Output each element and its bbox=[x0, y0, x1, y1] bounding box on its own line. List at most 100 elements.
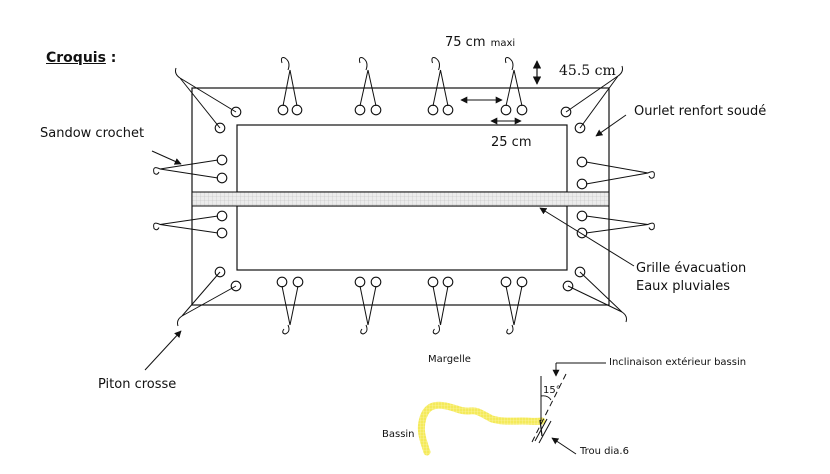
sketch-title-suffix: : bbox=[105, 50, 117, 66]
grille-label-2: Eaux pluviales bbox=[636, 279, 731, 294]
sandow-cord bbox=[647, 171, 655, 179]
max-spacing-qualifier: maxi bbox=[490, 38, 516, 49]
sandow-cord bbox=[621, 311, 627, 323]
sandow-cord bbox=[367, 285, 377, 326]
eyelet bbox=[516, 276, 528, 288]
drain-grille bbox=[191, 191, 610, 207]
eyelet bbox=[500, 276, 512, 288]
sandow-cord bbox=[367, 69, 377, 107]
eyelet bbox=[354, 104, 366, 116]
sandow-cord bbox=[431, 57, 440, 71]
eyelet bbox=[277, 104, 289, 116]
sandow-cord bbox=[506, 324, 514, 335]
sandow-cord bbox=[175, 67, 181, 79]
sketch-title-word: Croquis bbox=[46, 50, 106, 66]
sandow-cord bbox=[567, 285, 623, 313]
sandow-cord bbox=[159, 215, 219, 225]
sandow-cord bbox=[153, 167, 161, 175]
eyelet bbox=[216, 172, 228, 184]
sandow-cord bbox=[513, 285, 523, 326]
sandow-cord bbox=[289, 69, 298, 107]
hatch-2 bbox=[538, 420, 552, 444]
sandow-cord bbox=[505, 285, 515, 326]
eyelet bbox=[292, 276, 304, 288]
sandow-cords bbox=[153, 57, 655, 335]
eyelet bbox=[216, 154, 228, 166]
inclination-line bbox=[531, 373, 567, 443]
eyelet bbox=[291, 104, 303, 116]
bassin-label: Bassin bbox=[382, 429, 415, 440]
eyelet-spacing-label: 25 cm bbox=[491, 135, 532, 150]
sandow-cord bbox=[579, 75, 619, 129]
sandow-cord bbox=[579, 271, 623, 313]
grille-pointer bbox=[539, 207, 635, 267]
eyelet bbox=[576, 156, 588, 168]
sandow-cord bbox=[585, 215, 649, 225]
sandow-cord bbox=[179, 77, 237, 113]
angle-label: 15° bbox=[543, 385, 561, 396]
piton-label: Piton crosse bbox=[98, 377, 177, 392]
eyelet bbox=[216, 227, 228, 239]
eyelet bbox=[276, 276, 288, 288]
sandow-cord bbox=[181, 285, 237, 317]
cover-edge bbox=[539, 419, 543, 437]
margelle-label: Margelle bbox=[428, 354, 471, 365]
sandow-cord bbox=[153, 222, 161, 231]
trou-pointer bbox=[551, 437, 577, 455]
sandow-cord bbox=[432, 285, 441, 326]
sandow-label: Sandow crochet bbox=[40, 126, 145, 141]
eyelet bbox=[576, 210, 588, 222]
sandow-cord bbox=[585, 172, 649, 185]
ourlet-pointer bbox=[595, 114, 627, 137]
sandow-cord bbox=[505, 69, 515, 107]
eyelet bbox=[516, 104, 528, 116]
sandow-cord bbox=[280, 57, 290, 71]
sandow-cord bbox=[585, 224, 649, 234]
sandow-cord bbox=[585, 161, 649, 174]
eyelet bbox=[354, 276, 366, 288]
sandow-cord bbox=[565, 75, 619, 113]
sandow-cord bbox=[513, 69, 523, 107]
eyelet bbox=[370, 276, 382, 288]
inclinaison-label: Inclinaison extérieur bassin bbox=[609, 357, 747, 368]
sandow-cord bbox=[282, 324, 290, 335]
eyelets bbox=[214, 104, 588, 292]
sandow-cord bbox=[617, 65, 623, 77]
sandow-cord bbox=[432, 324, 440, 335]
ourlet-label: Ourlet renfort soudé bbox=[634, 104, 767, 119]
sandow-cord bbox=[159, 168, 219, 179]
eyelet bbox=[427, 276, 439, 288]
grille-label-1: Grille évacuation bbox=[636, 261, 747, 276]
sandow-cord bbox=[504, 57, 514, 71]
sketch-title: Croquis : bbox=[46, 50, 116, 66]
sandow-pointer bbox=[151, 150, 182, 165]
sandow-cord bbox=[181, 271, 221, 317]
margelle-edge bbox=[417, 401, 546, 456]
sandow-cord bbox=[159, 159, 219, 170]
sandow-cord bbox=[359, 69, 369, 107]
sandow-cord bbox=[359, 285, 369, 326]
sandow-cord bbox=[440, 285, 449, 326]
sandow-cord bbox=[159, 224, 219, 234]
eyelet bbox=[442, 104, 454, 116]
piton-pointer bbox=[144, 330, 182, 371]
sandow-cord bbox=[179, 77, 221, 129]
eyelet bbox=[370, 104, 382, 116]
eyelet bbox=[576, 178, 588, 190]
inner-panel-bottom bbox=[236, 205, 568, 271]
max-spacing-label: 75 cm maxi bbox=[445, 31, 515, 50]
sandow-cord bbox=[647, 222, 655, 231]
max-spacing-value: 75 cm bbox=[445, 35, 486, 50]
eyelet bbox=[500, 104, 512, 116]
sandow-cord bbox=[432, 69, 441, 107]
eyelet bbox=[216, 210, 228, 222]
sandow-cord bbox=[281, 285, 291, 326]
sandow-cord bbox=[440, 69, 449, 107]
trou-label: Trou dia.6 bbox=[580, 446, 629, 457]
sandow-cord bbox=[177, 315, 183, 327]
eyelet bbox=[442, 276, 454, 288]
sandow-cord bbox=[360, 324, 368, 335]
edge-distance-label: 45.5 cm bbox=[559, 63, 616, 79]
hatch-1 bbox=[534, 418, 548, 442]
